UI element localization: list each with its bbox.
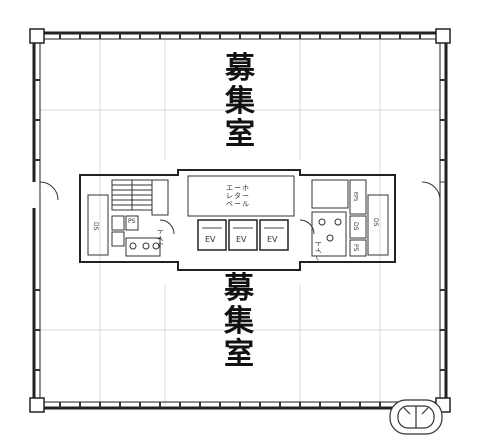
ev-1-label: EV bbox=[205, 235, 216, 244]
background-linework bbox=[40, 40, 440, 405]
elevator-hall bbox=[187, 175, 295, 217]
exterior-stair bbox=[389, 399, 443, 435]
vacancy-label-lower: 募 集 室 bbox=[219, 272, 259, 371]
vacancy-label-upper: 募 集 室 bbox=[220, 52, 260, 151]
ev-3-label: EV bbox=[267, 235, 278, 244]
vacancy-lower-char-1: 募 bbox=[224, 271, 254, 306]
eps-label: EPS bbox=[352, 192, 358, 201]
elevator-cars bbox=[197, 219, 289, 251]
vacancy-lower-char-3: 室 bbox=[224, 337, 254, 372]
elevator-hall-label: エ レ ベ ー タ ー ホ ー ル bbox=[226, 184, 251, 208]
ds-right-label: DS bbox=[352, 222, 359, 231]
side-doors bbox=[32, 181, 446, 208]
toilet-left-label: トイレ bbox=[156, 228, 164, 249]
ds-left-label: DS bbox=[92, 222, 99, 231]
vacancy-upper-char-1: 募 bbox=[225, 51, 255, 86]
ev-2-label: EV bbox=[236, 235, 247, 244]
vacancy-upper-char-3: 室 bbox=[225, 117, 255, 152]
vacancy-lower-char-2: 集 bbox=[224, 304, 254, 339]
ps-right-label: PS bbox=[352, 244, 359, 252]
left-shafts bbox=[87, 194, 175, 257]
ds-right2-label: DS bbox=[372, 218, 379, 227]
stair-left bbox=[111, 179, 169, 216]
vacancy-upper-char-2: 集 bbox=[225, 84, 255, 119]
window-mullions bbox=[34, 33, 446, 408]
ps-left-label: PS bbox=[128, 218, 136, 225]
toilet-right-label: トイレ bbox=[314, 240, 322, 261]
corner-columns bbox=[29, 28, 451, 413]
right-core bbox=[299, 179, 389, 257]
core bbox=[79, 169, 396, 271]
